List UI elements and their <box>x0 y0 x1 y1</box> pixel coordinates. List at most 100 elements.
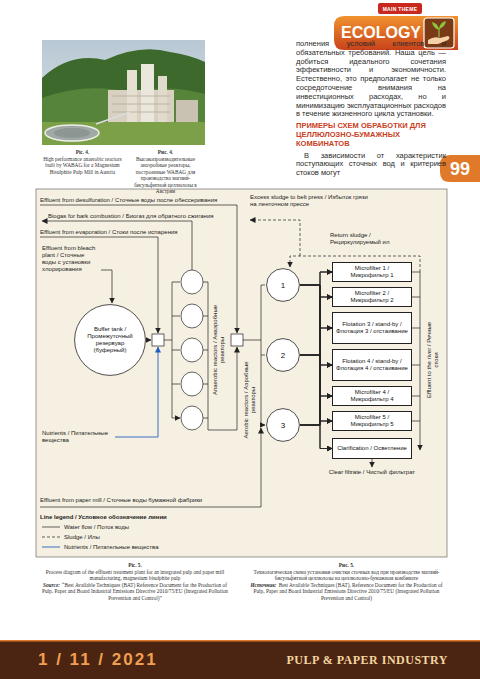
flow-connector <box>300 297 332 425</box>
flow-label: Effluent from bleach plant / Сточные вод… <box>42 245 98 273</box>
anaerobic-outlet <box>203 282 237 430</box>
flow-connector <box>300 285 332 421</box>
river-outlet <box>412 272 420 450</box>
flow-connector <box>300 328 332 425</box>
legend-text: Nutrients / Питательные вещества <box>64 544 159 550</box>
diagram-caption-ru: Рис. 5.Технологическая схема установки о… <box>248 562 445 601</box>
mixing-box <box>231 334 243 346</box>
group-label: Aerobic reactors / Аэробные реакторы <box>243 360 257 440</box>
plant-photo <box>42 40 205 145</box>
flow-connector <box>300 396 332 425</box>
reactor-group-label: Anaerobic reactors / Анаэробные реакторы <box>212 304 226 396</box>
input-label: Effluent from paper mill / Сточные воды … <box>40 497 255 504</box>
anaerobic-reactors <box>152 270 243 430</box>
caption-number: Pic. 4. <box>42 149 123 156</box>
clarifier-tank <box>45 125 99 141</box>
caption-text: Технологическая схема установки очистки … <box>248 569 445 582</box>
text-column: полнения условий клиентов и обязательных… <box>296 40 446 178</box>
caption-source: Источник:Best Available Techniques (BAT)… <box>248 582 445 602</box>
flow-connector <box>300 425 332 449</box>
side-building <box>176 100 198 122</box>
node-text: Flotation 3 / stand-by / Флотация 3 / от… <box>336 321 408 335</box>
group-label: Anaerobic reactors / Анаэробные реакторы <box>212 304 226 396</box>
reactor-tower <box>158 76 167 124</box>
forest-hill <box>42 49 205 145</box>
flotation-box: Flotation 4 / stand-by / Флотация 4 / от… <box>332 349 412 381</box>
caption-number: Pic. 5. <box>38 562 232 569</box>
node-text: Buffer tank / Промежуточный резервуар (б… <box>81 326 139 354</box>
section-heading: ПРИМЕРЫ СХЕМ ОБРАБОТКИ ДЛЯ ЦЕЛЛЮЛОЗНО-БУ… <box>296 122 446 148</box>
legend-nutrients-sample <box>42 547 60 548</box>
journal-name: PULP & PAPER INDUSTRY <box>276 652 448 668</box>
flow-connector <box>300 285 332 396</box>
caption-number: Рис. 5. <box>248 562 445 569</box>
flow-label: Nutrients / Питательные вещества <box>42 430 114 444</box>
node-text: 2 <box>281 351 285 360</box>
reactor-tower <box>127 70 137 124</box>
clarifier-water <box>54 128 90 138</box>
mixing-box <box>152 334 164 346</box>
sky <box>42 40 205 145</box>
input-label: Effluent from bleach plant / Сточные вод… <box>42 245 98 273</box>
flow-connector <box>300 355 332 449</box>
node-label: Microfilter 4 / Микрофильтр 4 <box>336 389 408 403</box>
theme-tab-label: MAIN THEME <box>378 6 422 12</box>
node-text: Microfilter 4 / Микрофильтр 4 <box>336 389 408 403</box>
sludge-label: Return sludge / Рециркулируемый ил <box>330 232 415 246</box>
page-number-tab <box>440 155 480 182</box>
node-text: Microfilter 1 / Микрофильтр 1 <box>336 265 408 279</box>
legend-heading: Line legend / Условное обозначение линии <box>40 514 240 521</box>
node-label: 2 <box>281 351 285 360</box>
desulfuration-line <box>40 205 237 333</box>
building-windows <box>112 96 170 112</box>
footer-rule <box>0 640 480 642</box>
input-label: Effluent from desulfuration / Сточные во… <box>40 197 245 204</box>
anaerobic-feed <box>172 282 180 418</box>
flow-connector <box>300 355 332 365</box>
caption-source: Source:“Best Available Techniques (BAT) … <box>38 582 232 602</box>
source-tag: Source: <box>43 582 60 588</box>
node-label: Buffer tank / Промежуточный резервуар (б… <box>81 326 139 354</box>
node-label: Microfilter 5 / Микрофильтр 5 <box>336 414 408 428</box>
flow-label: Effluent from desulfuration / Сточные во… <box>40 197 245 204</box>
flow-connector <box>300 285 332 297</box>
flotation-box: Flotation 3 / stand-by / Флотация 3 / от… <box>332 312 412 344</box>
page-number-label: 99 <box>442 158 478 180</box>
source-text: Best Available Techniques (BAT), Referen… <box>254 582 443 601</box>
circle-shape <box>267 269 300 302</box>
lawn <box>42 122 205 145</box>
caption-text: Process diagram of the effluent treatmen… <box>38 569 232 582</box>
theme-text: MAIN THEME <box>378 6 422 12</box>
flow-connector <box>300 355 332 396</box>
microfilter-box: Microfilter 4 / Микрофильтр 4 <box>332 386 412 406</box>
node-label: Microfilter 1 / Микрофильтр 1 <box>336 265 408 279</box>
issue-date: 1 / 11 / 2021 <box>38 650 208 670</box>
pipe-bridge <box>96 112 130 124</box>
aerobic-reactor: 2 <box>266 338 300 372</box>
flow-connector <box>300 272 332 355</box>
body-paragraph: В зависимости от характеристик поступающ… <box>296 152 446 178</box>
journal-name-label: PULP & PAPER INDUSTRY <box>276 652 448 668</box>
filtrate-line <box>372 459 373 467</box>
issue-date-label: 1 / 11 / 2021 <box>38 650 208 670</box>
anaerobic-reactor <box>181 406 203 430</box>
footer-band <box>0 641 480 679</box>
node-label: Clarification / Осветление <box>337 445 407 452</box>
legend-entry: Nutrients / Питательные вещества <box>64 544 159 551</box>
legend-sludge-sample <box>42 537 60 538</box>
aerobic-feed <box>261 285 265 425</box>
output-label: Biogas for bark combustion / Биогаз для … <box>48 213 238 220</box>
caption-text: High performance anaerobic reactors buil… <box>42 156 123 176</box>
node-text: 1 <box>281 281 285 290</box>
anaerobic-reactor <box>181 304 203 328</box>
reactor-tower <box>141 64 154 124</box>
flow-label: Effluent from evaporation / Стоки после … <box>40 229 190 236</box>
source-text: “Best Available Techniques (BAT) Referen… <box>42 582 228 601</box>
anaerobic-reactor <box>181 338 203 362</box>
aerobic-reactor: 3 <box>266 408 300 442</box>
node-label: 3 <box>281 421 285 430</box>
flow-label: Effluent from paper mill / Сточные воды … <box>40 497 255 504</box>
node-text: Clarification / Осветление <box>337 445 407 452</box>
caption-number: Рис. 4. <box>125 149 206 156</box>
anaerobic-reactor <box>181 270 203 294</box>
